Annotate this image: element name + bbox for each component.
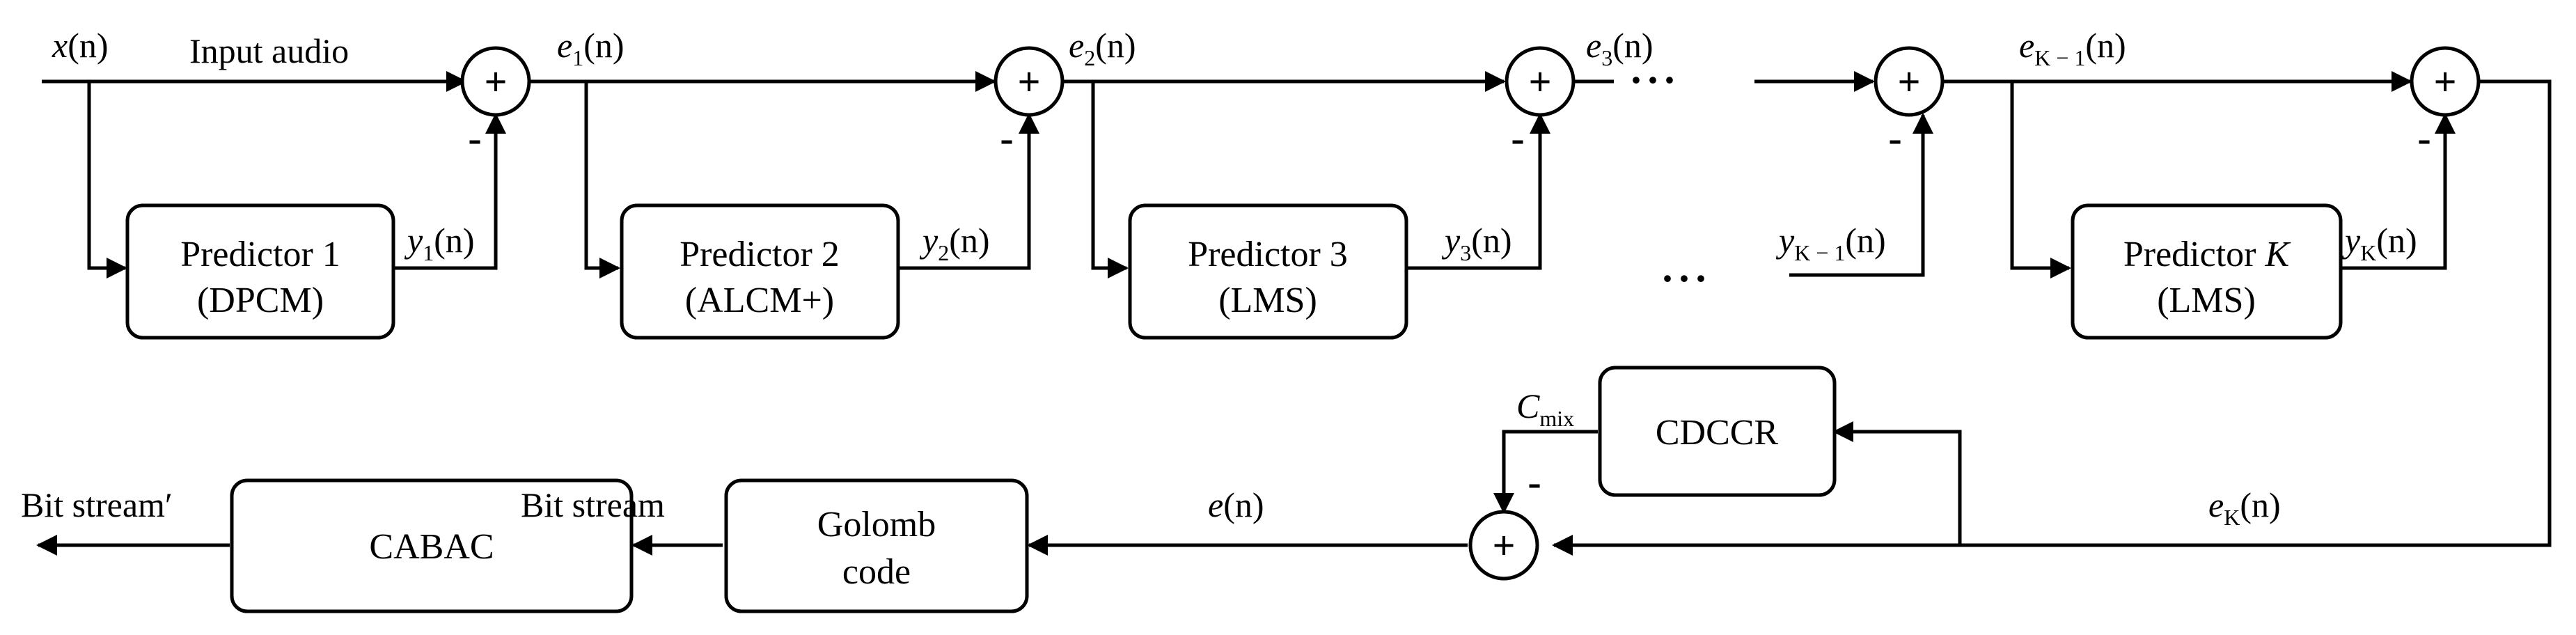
golomb-code-block: Golomb code	[724, 478, 1029, 613]
sum-plus: +	[1492, 523, 1515, 568]
block-title: Predictor K	[2123, 235, 2291, 274]
y1-wire	[393, 113, 506, 270]
en-label: e(n)	[1208, 485, 1264, 524]
tap-predictor3-wire	[1091, 81, 1129, 279]
block-subtitle: (ALCM+)	[685, 281, 834, 320]
minus-sign-k-1: -	[1888, 116, 1901, 161]
sum-junction-3: +	[1505, 46, 1576, 117]
sum-plus: +	[2433, 59, 2456, 104]
e1-label: e1(n)	[557, 26, 625, 70]
e2-label: e2(n)	[1069, 26, 1136, 70]
ekm1-label: eK − 1(n)	[2019, 26, 2126, 70]
predictor-3-block: Predictor 3 (LMS)	[1128, 203, 1408, 340]
ellipsis-middle: ···	[1660, 256, 1711, 301]
e3-label: e3(n)	[1586, 26, 1654, 70]
input-audio-label: Input audio	[189, 31, 349, 70]
cmix-wire	[1493, 430, 1598, 514]
yk-wire	[2341, 113, 2456, 270]
sum-plus: +	[1897, 59, 1920, 104]
ek-label: eK(n)	[2208, 485, 2281, 530]
block-title: CABAC	[369, 527, 494, 567]
tap-predictor2-wire	[584, 81, 620, 279]
cdccr-block: CDCCR	[1598, 366, 1837, 497]
wires	[36, 71, 2552, 556]
minus-sign-3: -	[1511, 116, 1524, 161]
y1-label: y1(n)	[404, 221, 475, 265]
y3-label: y3(n)	[1441, 221, 1512, 265]
predictor-2-block: Predictor 2 (ALCM+)	[620, 203, 900, 340]
block-subtitle: code	[842, 552, 911, 592]
tap-predictorK-wire	[2010, 81, 2071, 279]
minus-sign-2: -	[1000, 116, 1013, 161]
ek-to-cdccr-wire	[1832, 421, 1962, 545]
cabac-block: CABAC	[230, 478, 634, 613]
block-title: Predictor 2	[680, 235, 840, 274]
block-subtitle: (LMS)	[2157, 281, 2256, 320]
sum-junction-k-1: +	[1874, 46, 1945, 117]
tap-predictor1-wire	[87, 81, 127, 279]
sum-junction-k: +	[2410, 46, 2481, 117]
sum-junction-2: +	[994, 46, 1065, 117]
sum-plus: +	[1528, 59, 1551, 104]
cmix-label: Cmix	[1516, 386, 1574, 431]
minus-sign-1: -	[468, 116, 481, 161]
input-signal-label: x(n)	[52, 26, 109, 65]
block-title: Predictor 1	[180, 235, 340, 274]
y2-label: y2(n)	[919, 221, 990, 265]
ek-wire	[1552, 79, 2552, 556]
block-title: CDCCR	[1656, 413, 1779, 453]
minus-sign-output: -	[1527, 460, 1541, 505]
sum-junction-1: +	[460, 46, 531, 117]
sum-plus: +	[1017, 59, 1040, 104]
block-title: Predictor 3	[1188, 235, 1348, 274]
block-subtitle: (LMS)	[1218, 281, 1317, 320]
y3-wire	[1406, 113, 1550, 270]
sum-junction-output: +	[1468, 510, 1539, 581]
ykm1-label: yK − 1(n)	[1775, 221, 1886, 265]
block-subtitle: (DPCM)	[197, 281, 324, 320]
y2-wire	[898, 113, 1039, 270]
predictor-1-block: Predictor 1 (DPCM)	[125, 203, 395, 340]
ellipsis-top: ···	[1629, 57, 1679, 103]
minus-sign-k: -	[2417, 116, 2430, 161]
bit-stream-out-label: Bit stream′	[21, 485, 173, 524]
block-title: Golomb	[817, 505, 936, 544]
minus-signs: - - - - - -	[468, 116, 2430, 505]
yk-label: yK(n)	[2341, 221, 2417, 265]
predictor-k-block: Predictor K (LMS)	[2071, 203, 2343, 340]
bit-stream-label: Bit stream	[521, 485, 665, 524]
sum-plus: +	[484, 59, 507, 104]
ykm1-wire	[1789, 113, 1933, 277]
